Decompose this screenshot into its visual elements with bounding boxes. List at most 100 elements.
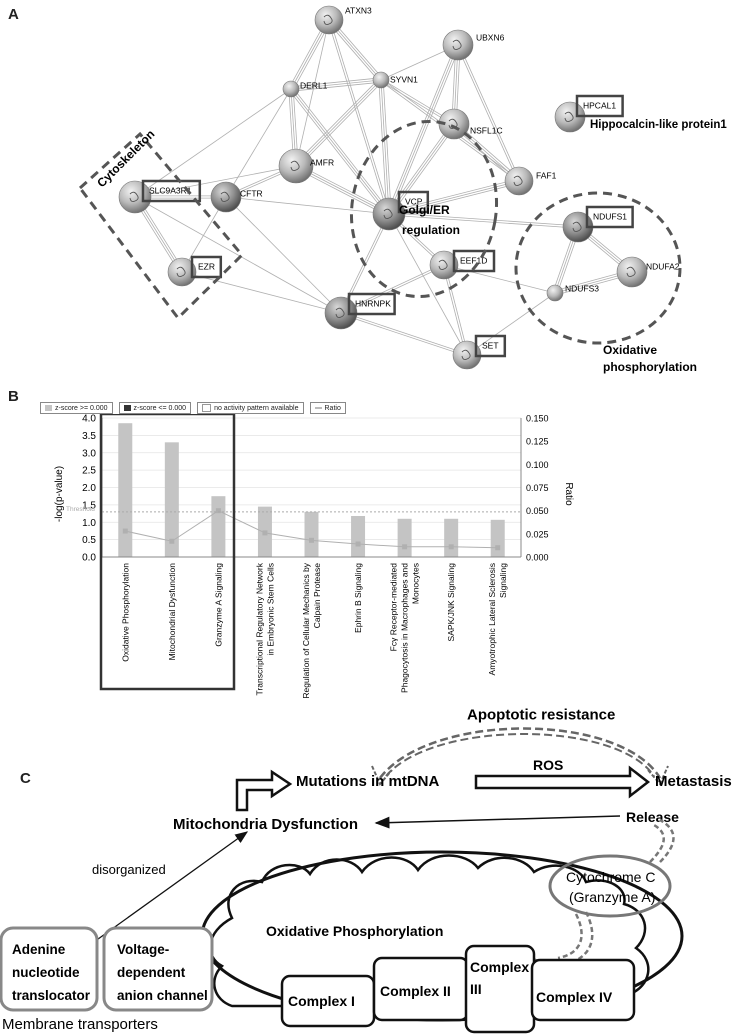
bar-1 — [164, 442, 179, 557]
x-tick-label: Regulation of Cellular Mechanics by — [301, 562, 311, 698]
ant-box — [0, 926, 99, 1012]
y2-tick-label: 0.100 — [526, 460, 549, 470]
node-label-hpcal1: HPCAL1 — [583, 100, 616, 110]
membrane-label: Membrane transporters — [2, 1016, 158, 1033]
network-edge — [295, 79, 382, 167]
panel-a-letter: A — [8, 6, 19, 23]
node-ndufa2[interactable] — [616, 256, 648, 288]
oxphos-outline — [514, 191, 682, 345]
disorganized-label: disorganized — [92, 862, 166, 877]
complex3-label-1: Complex — [470, 959, 529, 975]
apoptotic-label: Apoptotic resistance — [467, 706, 615, 723]
node-amfr[interactable] — [278, 148, 314, 184]
network-edge — [378, 80, 388, 215]
x-tick-label: Phagocytosis in Macrophages and — [400, 563, 410, 693]
node-slc9a3r1[interactable] — [118, 180, 152, 214]
vdac-line-2: dependent — [117, 965, 186, 980]
pathway-bar-chart: 4.03.53.02.52.01.51.00.50.00.1500.1250.1… — [54, 414, 574, 699]
node-eef1d[interactable] — [429, 250, 459, 280]
network-edge — [388, 214, 578, 229]
node-derl1[interactable] — [282, 80, 300, 98]
node-cftr[interactable] — [210, 181, 242, 213]
node-syvn1[interactable] — [372, 71, 390, 89]
y2-tick-label: 0.125 — [526, 437, 549, 447]
network-edge — [295, 19, 330, 167]
node-highlight-box — [575, 94, 624, 118]
x-tick-label: Amyotrophic Lateral Sclerosis — [487, 563, 497, 675]
network-edge — [388, 213, 468, 356]
network-edge — [225, 196, 390, 215]
network-edge — [458, 44, 521, 181]
complex3-label-2: III — [470, 981, 482, 997]
network-edge — [329, 19, 391, 214]
vdac-line-3: anion channel — [117, 988, 208, 1003]
node-label-hnrnpk: HNRNPK — [355, 298, 391, 308]
node-nsfl1c[interactable] — [438, 108, 470, 140]
y2-tick-label: 0.150 — [526, 414, 549, 424]
node-label-slc9a3r1: SLC9A3R1 — [149, 185, 192, 195]
node-structure-icon — [448, 118, 458, 130]
hippocalcin-label: Hippocalcin-like protein1 — [590, 119, 727, 131]
x-tick-label: Signaling — [498, 563, 508, 598]
node-highlight-box — [474, 334, 507, 358]
x-tick-label: Oxidative Phosphorylation — [120, 563, 130, 662]
y-tick-label: 2.5 — [82, 466, 96, 477]
oxphos-label-2: phosphorylation — [603, 360, 697, 374]
network-edge — [442, 265, 467, 356]
network-edge — [443, 264, 556, 294]
mutations-label: Mutations in mtDNA — [296, 773, 439, 790]
release-label: Release — [626, 809, 679, 825]
node-structure-icon — [383, 208, 393, 220]
network-edge — [341, 311, 468, 355]
bar-5 — [351, 515, 366, 557]
oxphos-label-1: Oxidative — [603, 343, 657, 357]
network-edge — [456, 45, 519, 182]
network-edge — [340, 313, 467, 357]
node-ndufs3[interactable] — [546, 284, 564, 302]
node-structure-icon — [564, 111, 574, 123]
node-highlight-box — [397, 190, 430, 214]
node-label-cftr: CFTR — [240, 188, 263, 198]
network-edge — [297, 81, 383, 168]
network-edge — [390, 125, 457, 216]
y2-tick-label: 0.000 — [526, 553, 549, 563]
node-label-atxn3: ATXN3 — [345, 5, 372, 15]
node-label-set: SET — [482, 340, 499, 350]
x-tick-label: Ephrin B Signaling — [353, 563, 363, 633]
y-tick-label: 1.5 — [82, 500, 96, 511]
protein-network: ATXN3UBXN6DERL1SYVN1NSFL1CAMFRFAF1HPCAL1… — [77, 5, 727, 374]
bar-7 — [444, 518, 459, 557]
bar-0 — [118, 423, 133, 557]
mito-dys-label: Mitochondria Dysfunction — [173, 816, 358, 833]
node-structure-icon — [129, 191, 139, 203]
node-label-vcp: VCP — [405, 196, 423, 206]
apoptotic-arrowhead-right — [647, 765, 669, 786]
node-structure-icon — [220, 191, 230, 203]
node-structure-icon — [452, 39, 462, 51]
x-tick-label: Mitochondrial Dysfunction — [167, 563, 177, 661]
network-edge — [388, 180, 520, 215]
legend-none: no activity pattern available — [197, 402, 304, 414]
node-ubxn6[interactable] — [442, 29, 474, 61]
node-label-derl1: DERL1 — [300, 80, 328, 90]
apoptotic-arrowhead-left — [371, 765, 393, 786]
y-tick-label: 0.0 — [82, 553, 96, 564]
ant-line-2: nucleotide — [12, 965, 80, 980]
complex4-box — [530, 958, 636, 1022]
node-faf1[interactable] — [504, 166, 534, 196]
node-highlight-box — [190, 255, 223, 279]
y2-tick-label: 0.075 — [526, 483, 549, 493]
node-atxn3[interactable] — [314, 5, 344, 35]
node-vcp[interactable] — [372, 197, 406, 231]
network-edge — [134, 165, 297, 198]
x-tick-label: Monocytes — [411, 563, 421, 604]
node-structure-icon — [461, 349, 471, 361]
node-structure-icon — [176, 266, 186, 278]
node-highlight-box — [585, 205, 634, 229]
node-ezr[interactable] — [167, 257, 197, 287]
node-label-ndufs3: NDUFS3 — [565, 283, 599, 293]
release-dashed-arrow — [649, 818, 675, 863]
node-label-eef1d: EEF1D — [460, 255, 487, 265]
y-tick-label: 3.0 — [82, 448, 96, 459]
node-structure-icon — [572, 221, 582, 233]
